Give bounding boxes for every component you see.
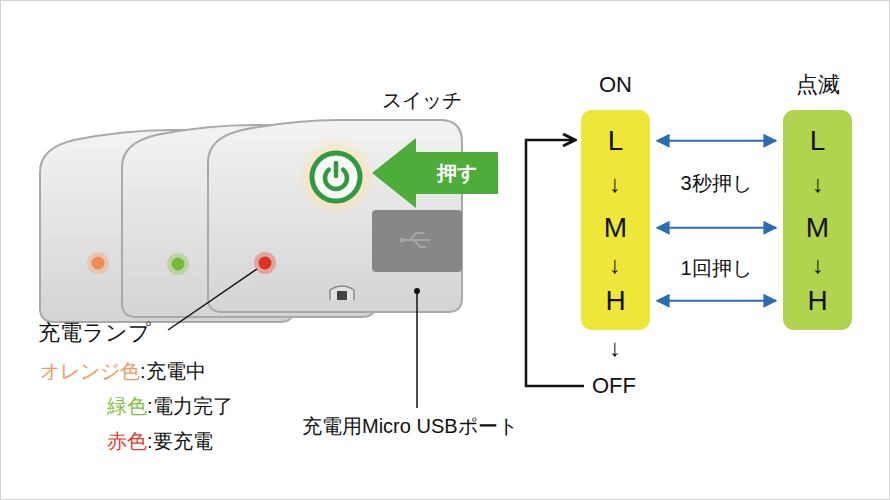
double-arrow xyxy=(657,140,776,142)
usb-port xyxy=(372,210,462,272)
lamp-meaning: :電力完了 xyxy=(147,394,233,418)
device-housing xyxy=(208,120,462,312)
lamp-color: 赤色 xyxy=(107,429,147,453)
step-arrow: ↓ xyxy=(609,334,621,363)
lamp-glow xyxy=(167,253,189,275)
level-item: M xyxy=(581,208,650,248)
level-text: M xyxy=(604,211,627,245)
charge-lamp xyxy=(259,257,272,270)
step-arrow: ↓ xyxy=(609,251,621,280)
part-label: 充電ランプ xyxy=(38,320,151,346)
level-item: L xyxy=(783,121,852,161)
lamp-meaning: :要充電 xyxy=(147,429,213,453)
double-arrow xyxy=(657,300,776,302)
level-text: L xyxy=(810,124,826,158)
action-label: 1回押し xyxy=(680,256,751,280)
level-item: H xyxy=(783,281,852,321)
mode-heading: 点滅 xyxy=(796,72,840,98)
level-text: H xyxy=(605,284,625,318)
lamp-meaning: :充電中 xyxy=(140,359,206,383)
mode-box: LMH点滅 xyxy=(783,110,852,330)
step-arrow: ↓ xyxy=(812,170,824,199)
state-label: OFF xyxy=(592,373,636,399)
lamp-glow xyxy=(254,252,276,274)
step-arrow: ↓ xyxy=(812,251,824,280)
leader-line xyxy=(416,291,418,408)
return-bracket xyxy=(526,140,584,386)
level-text: M xyxy=(806,211,829,245)
arrow-text: 押す xyxy=(437,161,477,185)
mode-box: LMHON xyxy=(581,110,650,330)
power-button xyxy=(312,153,360,201)
lamp-color: 緑色 xyxy=(107,394,147,418)
double-arrow xyxy=(657,227,776,229)
arrow-shape xyxy=(372,138,498,208)
level-item: L xyxy=(581,121,650,161)
lamp-glow xyxy=(87,252,109,274)
part-label: 充電用Micro USBポート xyxy=(302,414,518,438)
usb-icon xyxy=(400,238,405,243)
level-item: M xyxy=(783,208,852,248)
usb-icon xyxy=(402,233,430,247)
leader-line xyxy=(168,269,257,330)
charge-lamp xyxy=(172,258,185,271)
step-arrow: ↓ xyxy=(609,170,621,199)
level-text: H xyxy=(807,284,827,318)
lamp-color: オレンジ色 xyxy=(40,359,140,383)
housing-notch xyxy=(337,291,347,300)
push-arrow: 押す xyxy=(372,138,498,208)
mode-heading: ON xyxy=(599,72,632,98)
housing-notch xyxy=(330,286,354,300)
arrow-shape xyxy=(372,138,498,208)
button-glow xyxy=(296,137,376,217)
level-item: H xyxy=(581,281,650,321)
power-symbol xyxy=(334,163,339,176)
action-label: 3秒押し xyxy=(680,171,751,195)
level-text: L xyxy=(608,124,624,158)
charge-lamp xyxy=(92,257,105,270)
switch-label: スイッチ xyxy=(382,88,462,112)
